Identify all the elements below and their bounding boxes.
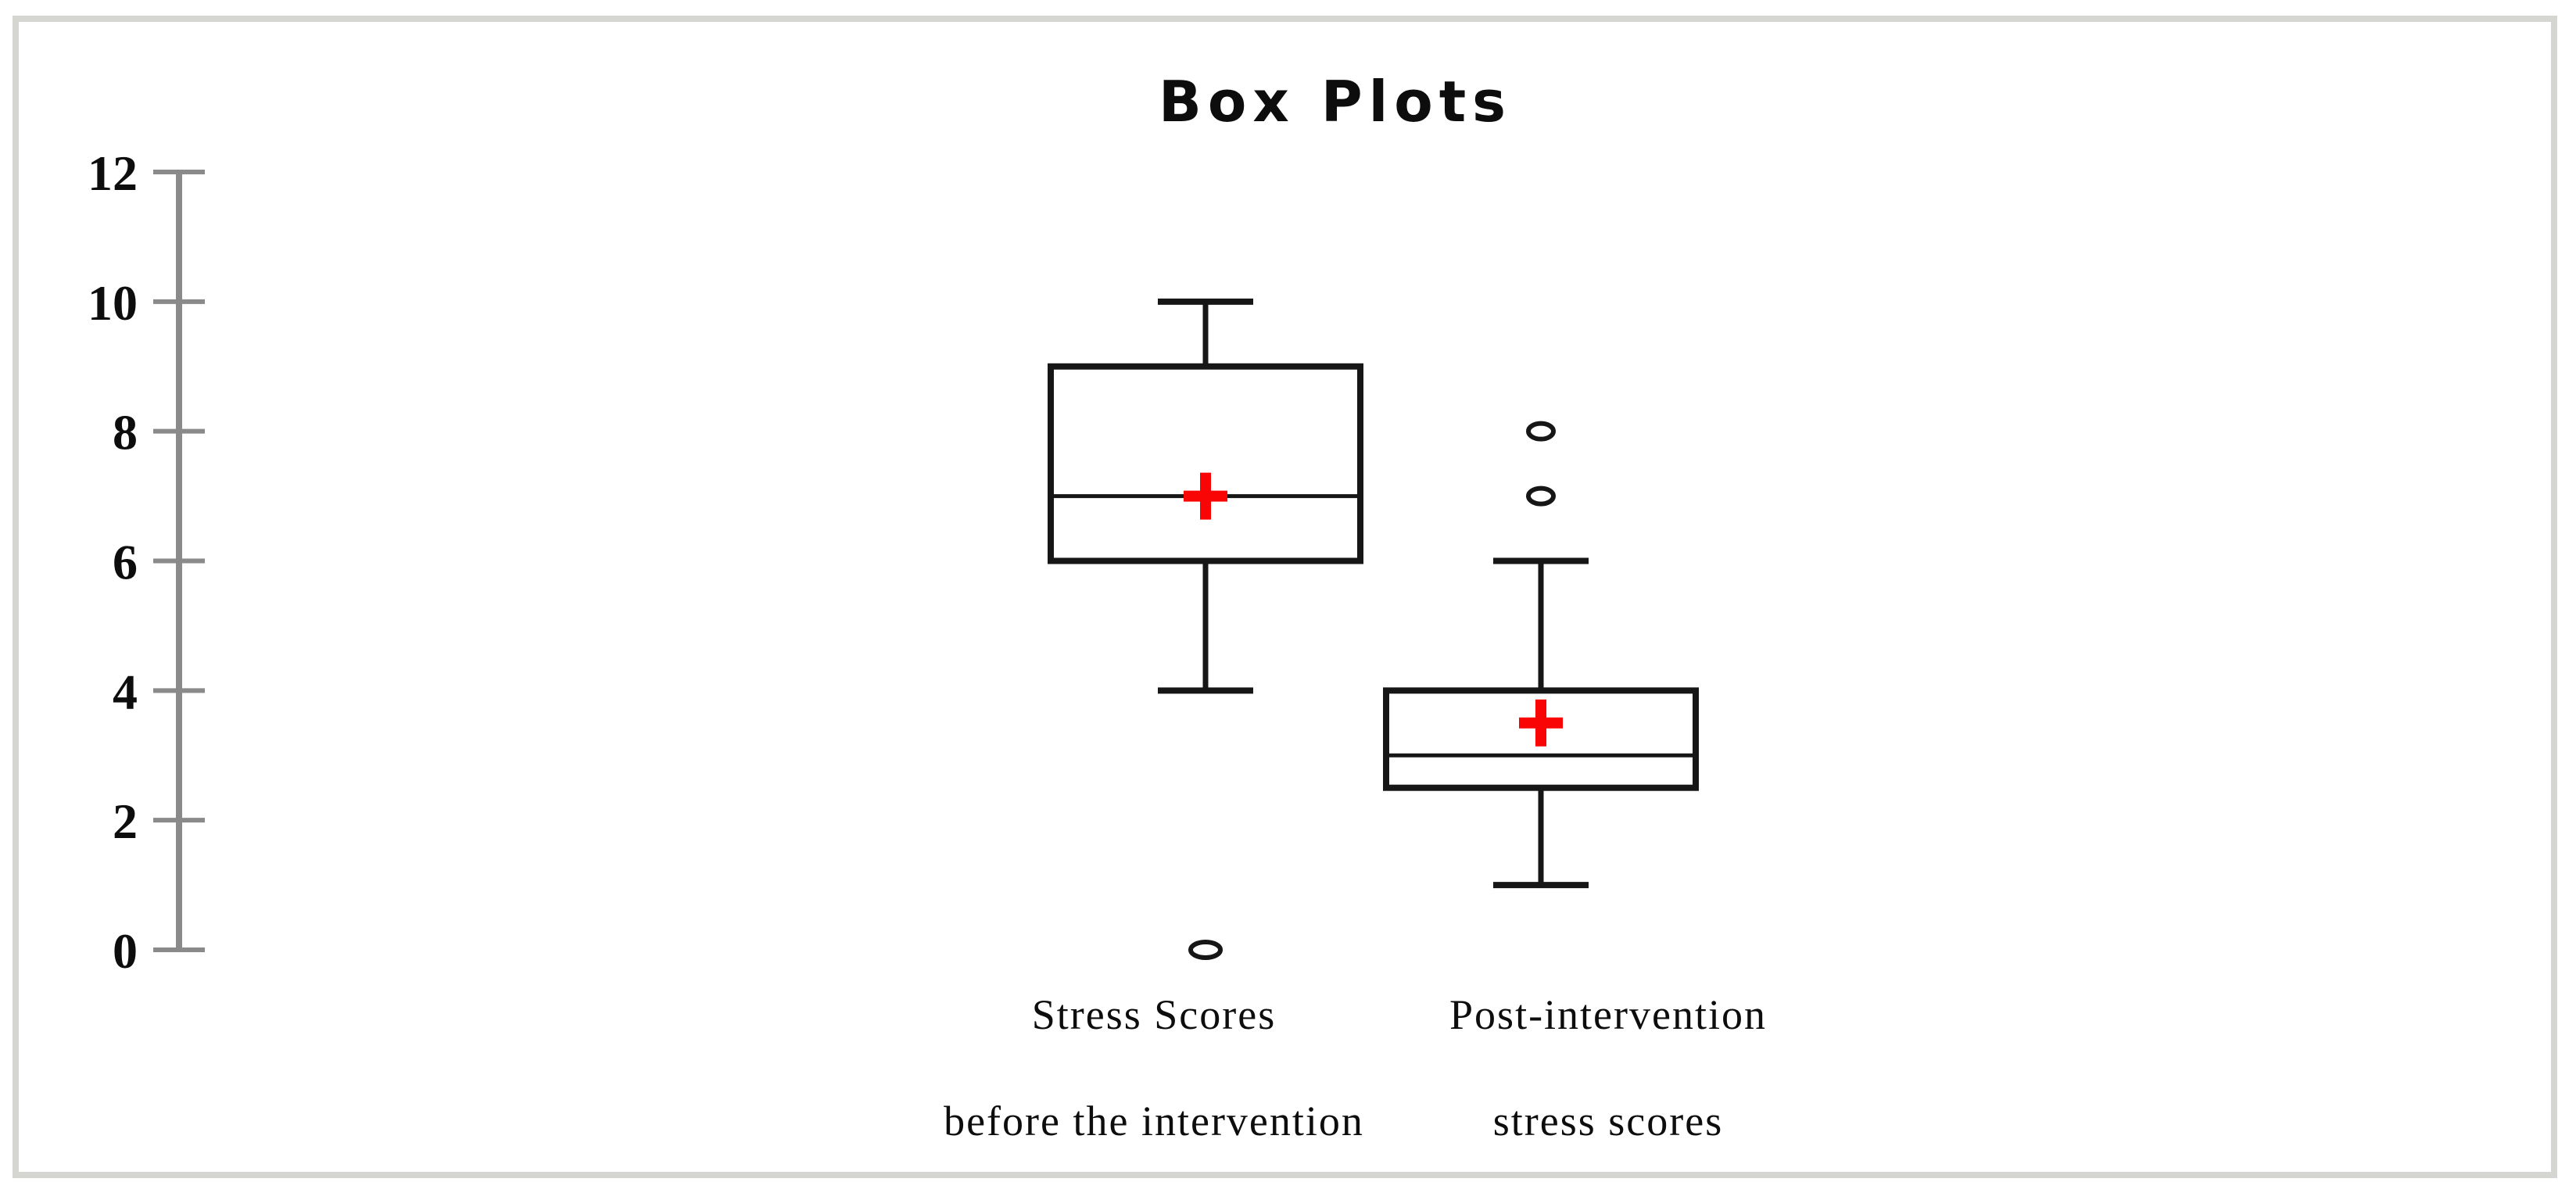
plot-area — [1048, 298, 1699, 960]
y-axis-tick-label: 0 — [113, 923, 138, 979]
y-axis-tick-label: 4 — [113, 664, 138, 719]
box-plot-series-2 — [1383, 421, 1699, 889]
chart-title: Box Plots — [1159, 69, 1512, 134]
y-axis-tick-label: 8 — [113, 405, 138, 460]
category-label-line1: Stress Scores — [1032, 991, 1276, 1038]
chart-panel-frame — [13, 16, 2557, 1178]
category-label-line1: Post-intervention — [1449, 991, 1767, 1038]
y-axis: 0 2 4 6 8 10 12 — [88, 145, 205, 979]
y-axis-tick-label: 12 — [88, 145, 138, 201]
y-axis-tick-label: 6 — [113, 535, 138, 590]
y-axis-tick-label: 2 — [113, 793, 138, 849]
outlier-circle — [1526, 421, 1556, 442]
x-axis-labels: Stress Scores before the intervention Post… — [944, 991, 1767, 1144]
y-axis-tick-label: 10 — [88, 275, 138, 331]
category-label-line2: before the intervention — [944, 1098, 1364, 1144]
iqr-box — [1048, 363, 1363, 564]
box-plot-series-1 — [1048, 298, 1363, 960]
outlier-circle — [1526, 485, 1556, 507]
outlier-circle — [1188, 940, 1223, 960]
category-label-line2: stress scores — [1493, 1098, 1723, 1144]
